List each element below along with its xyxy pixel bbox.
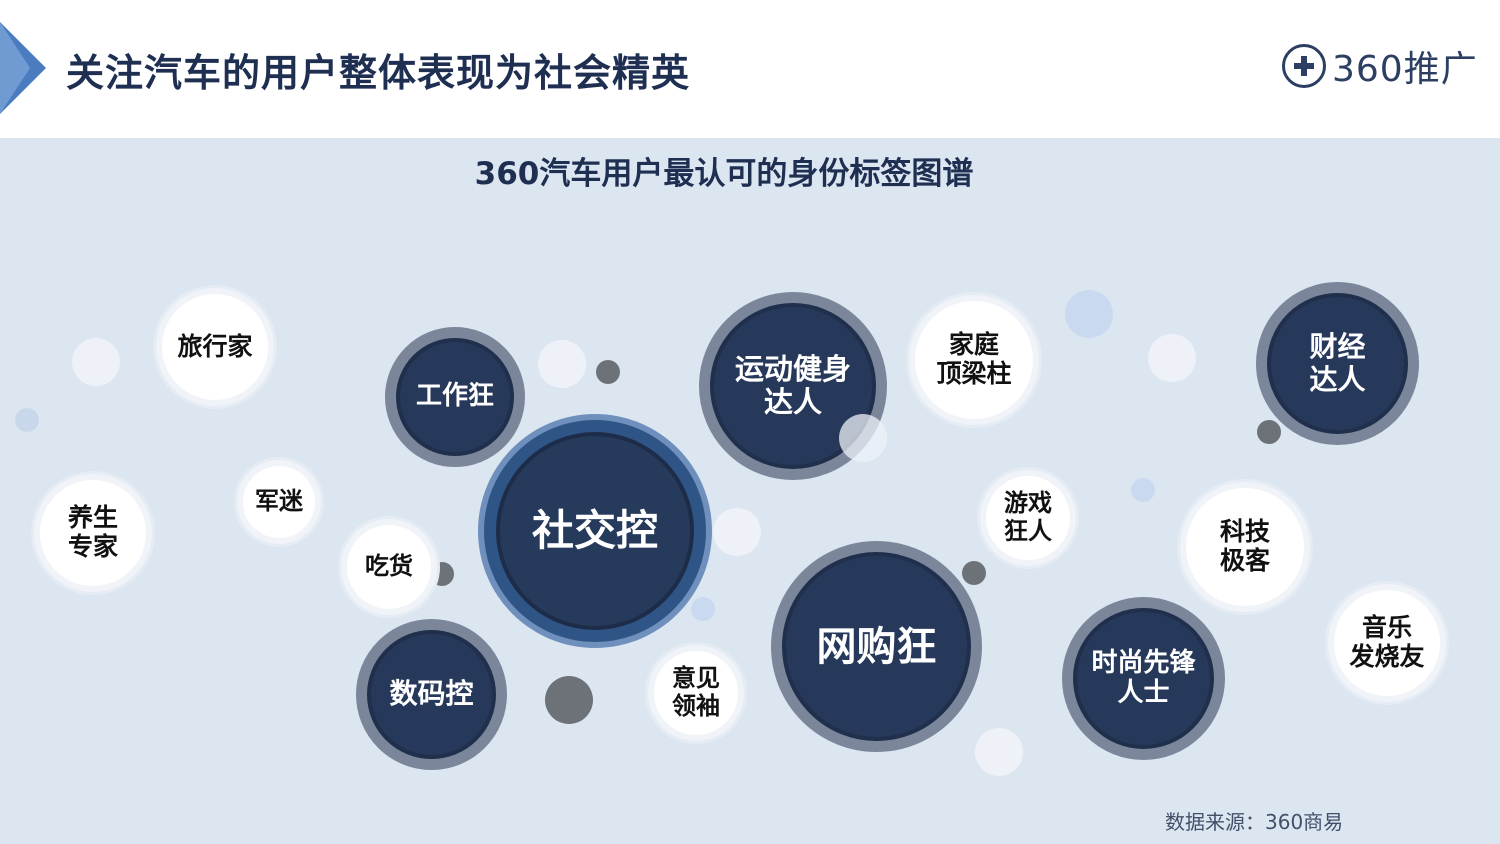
header-bar: 关注汽车的用户整体表现为社会精英 360推广: [0, 0, 1500, 138]
tag-gamer: 游戏 狂人: [980, 470, 1076, 566]
deco-circle: [962, 561, 986, 585]
tag-tech: 科技 极客: [1180, 482, 1310, 612]
data-source-note: 数据来源：360商易: [1165, 810, 1344, 834]
deco-circle: [1065, 290, 1113, 338]
tag-shopping: 网购狂: [771, 541, 982, 752]
logo: 360推广: [1282, 40, 1478, 92]
diagram-subtitle: 360汽车用户最认可的身份标签图谱: [474, 156, 974, 192]
tag-digital: 数码控: [356, 619, 507, 770]
deco-circle: [538, 340, 586, 388]
deco-circle: [545, 676, 593, 724]
logo-text: 360推广: [1332, 49, 1478, 90]
plus-icon: [1282, 44, 1326, 88]
deco-circle: [713, 508, 761, 556]
tag-workaholic: 工作狂: [385, 327, 525, 467]
deco-circle: [1257, 420, 1281, 444]
tag-foodie: 吃货: [341, 519, 437, 615]
deco-circle: [15, 408, 39, 432]
deco-circle: [691, 597, 715, 621]
deco-circle: [1131, 478, 1155, 502]
deco-circle: [839, 414, 887, 462]
tag-health: 养生 专家: [34, 474, 152, 592]
tag-finance: 财经 达人: [1256, 282, 1419, 445]
tag-fashion: 时尚先锋 人士: [1062, 597, 1225, 760]
deco-circle: [975, 728, 1023, 776]
deco-circle: [1148, 334, 1196, 382]
deco-circle: [596, 360, 620, 384]
tag-family: 家庭 顶梁柱: [909, 295, 1039, 425]
deco-circle: [72, 338, 120, 386]
page-title: 关注汽车的用户整体表现为社会精英: [66, 51, 691, 95]
tag-military: 军迷: [237, 460, 321, 544]
tag-social: 社交控: [484, 420, 706, 642]
tag-music: 音乐 发烧友: [1328, 584, 1446, 702]
tag-opinion: 意见 领袖: [648, 645, 744, 741]
title-arrow-highlight: [0, 22, 30, 114]
tag-travel: 旅行家: [156, 288, 274, 406]
